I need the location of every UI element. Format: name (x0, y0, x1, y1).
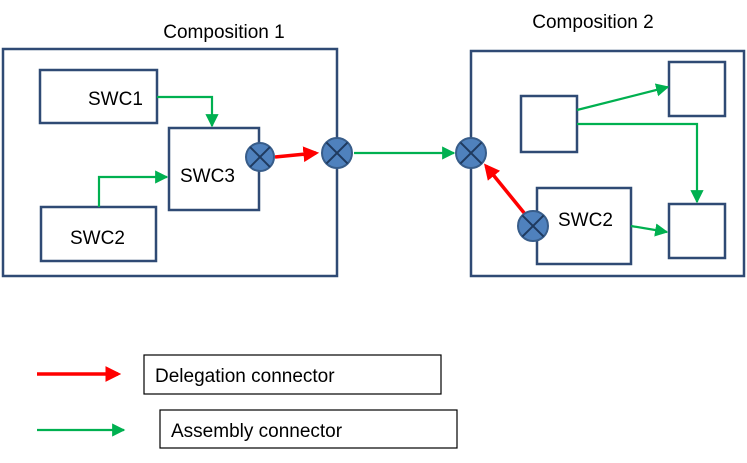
delegation-port-x-icon[interactable] (245, 142, 275, 172)
delegation-connector-swc3-to-comp1-port (274, 146, 320, 163)
comp2-top-left-box[interactable] (519, 94, 579, 154)
comp2-bottom-right-box[interactable] (667, 202, 727, 260)
delegation-port-x-icon[interactable] (321, 137, 353, 169)
comp1-swc2-label: SWC2 (70, 228, 125, 249)
legend-assembly-label: Assembly connector (171, 421, 343, 442)
comp1-swc3-label: SWC3 (180, 166, 235, 187)
assembly-connector-top-left-to-top-right (576, 83, 670, 112)
assembly-connector-swc1-to-swc3 (157, 95, 219, 128)
comp1-swc1-label: SWC1 (88, 89, 143, 110)
delegation-port-x-icon[interactable] (455, 137, 487, 169)
composition-1-title: Composition 1 (163, 22, 284, 43)
comp1-swc1-box[interactable] (38, 68, 159, 125)
assembly-connector-swc2-to-bottom-right (630, 223, 669, 237)
assembly-connector-top-left-to-bottom-right (577, 122, 704, 204)
legend-delegation-box (143, 354, 442, 395)
composition-2-title: Composition 2 (532, 12, 653, 33)
legend-assembly-box (159, 409, 458, 449)
delegation-connector-swc2-to-comp2-port (484, 163, 527, 216)
delegation-port-x-icon[interactable] (517, 210, 549, 242)
assembly-connector-swc2-to-swc3 (97, 170, 169, 207)
comp1-swc2-box[interactable] (39, 205, 158, 263)
comp2-top-right-box[interactable] (667, 60, 727, 118)
legend-delegation-label: Delegation connector (155, 366, 335, 387)
comp2-swc2-label: SWC2 (558, 210, 613, 231)
